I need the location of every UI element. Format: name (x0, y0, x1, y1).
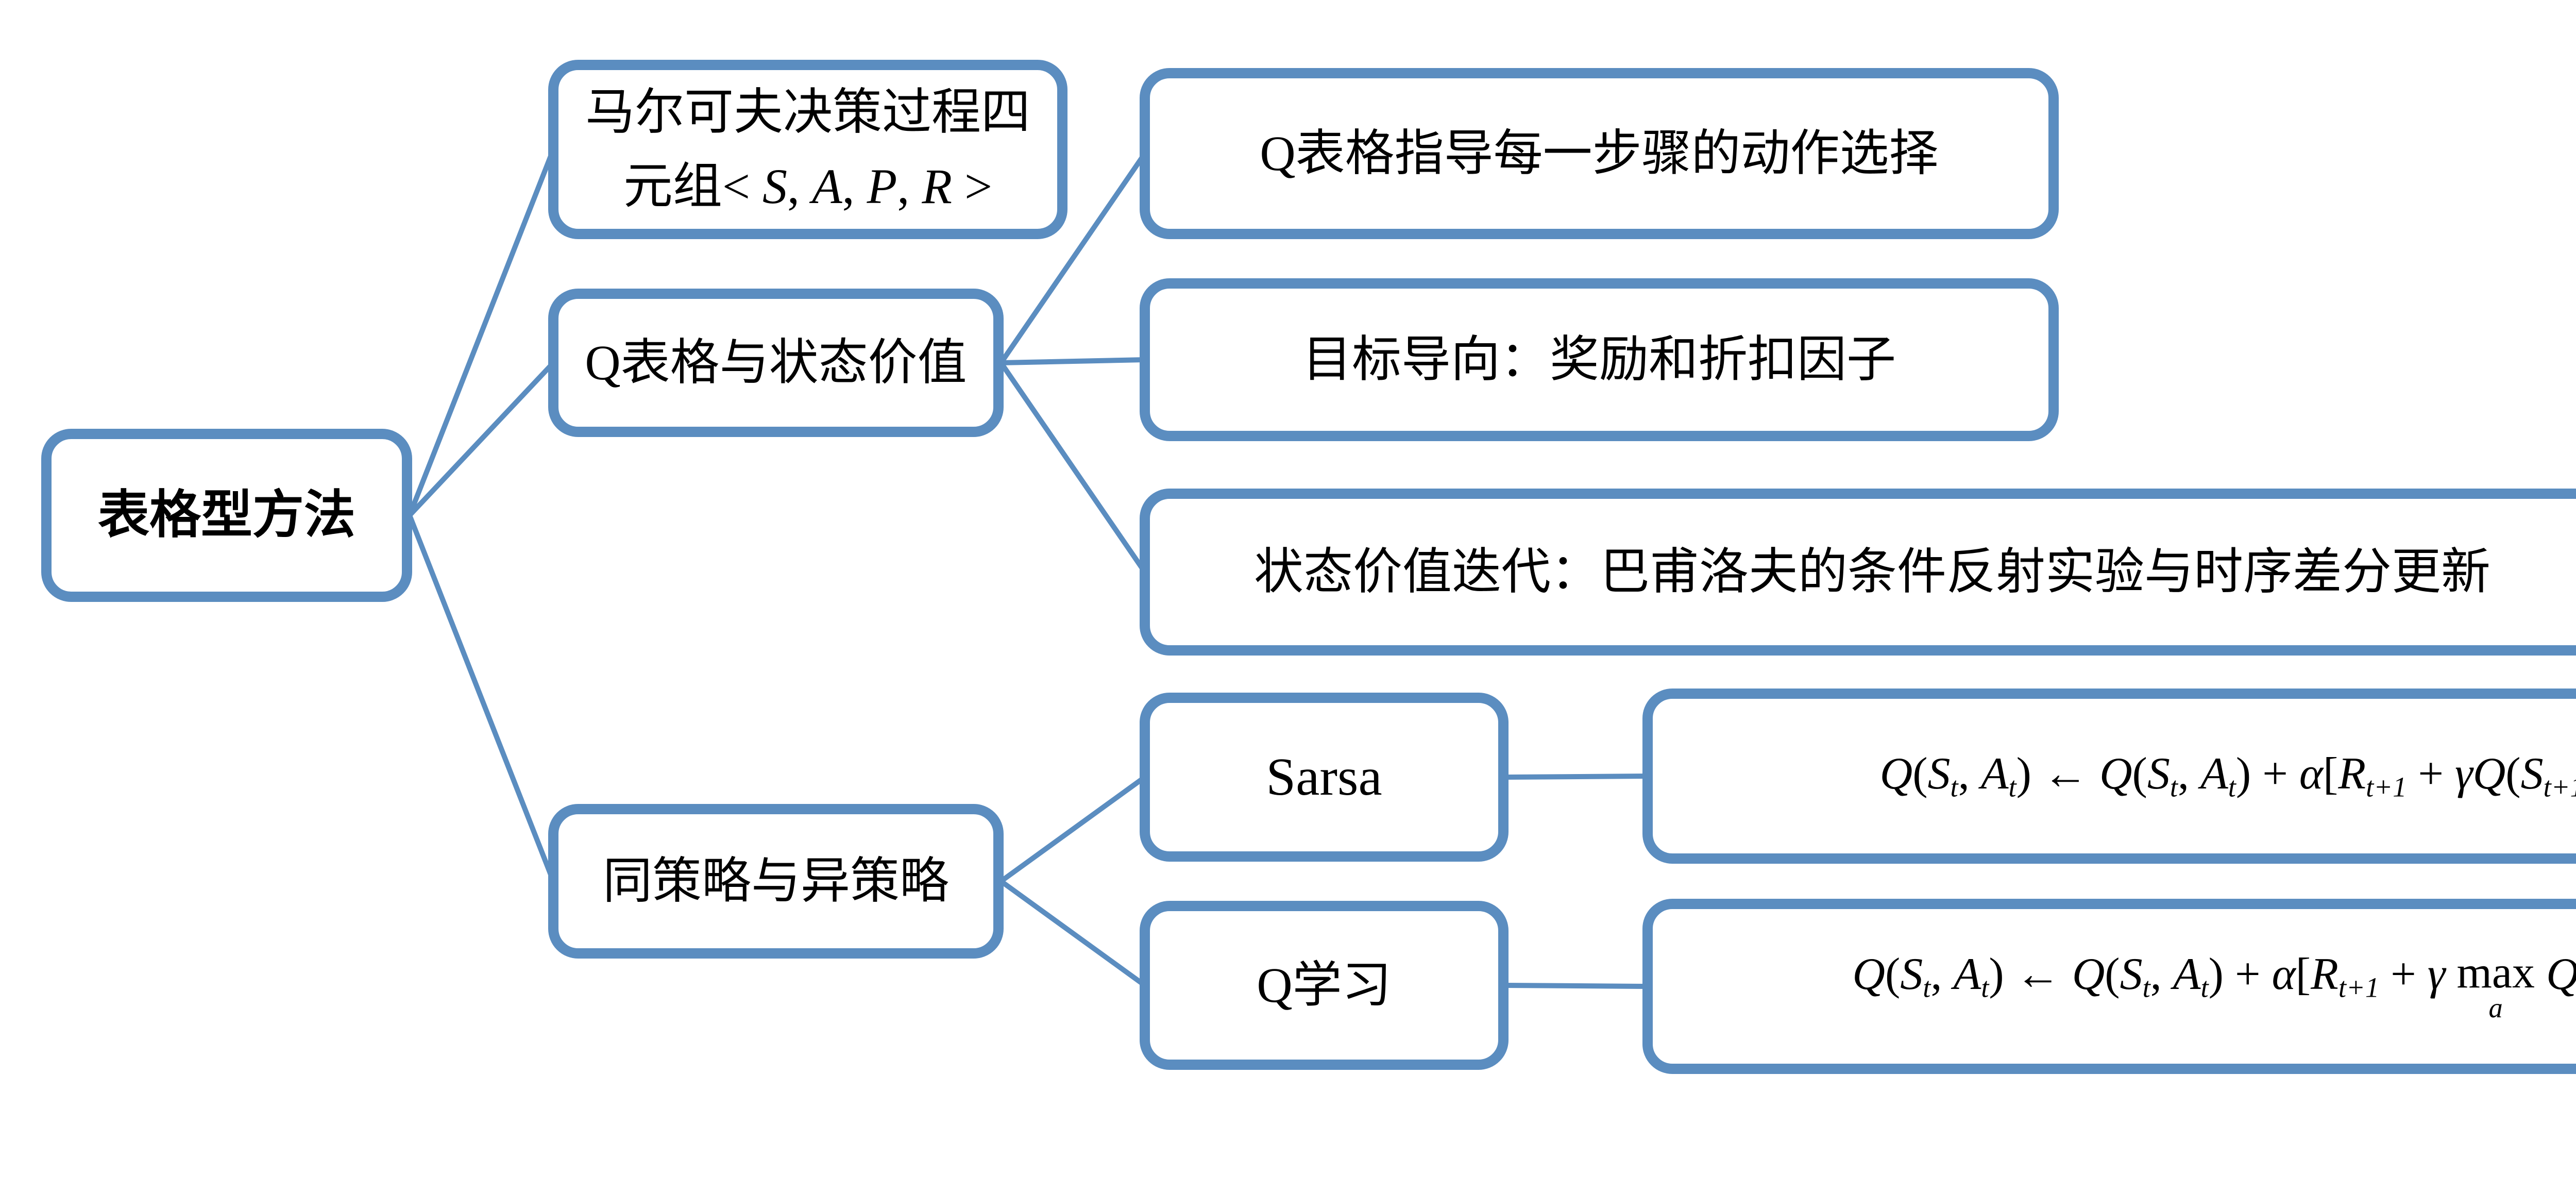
connector-qtable-to-child1 (998, 151, 1147, 365)
connector-sarsa-to-formula (1503, 774, 1650, 780)
node-label: Q表格与状态价值 (585, 335, 967, 390)
connector-policy-to-qlearning (998, 879, 1147, 988)
connector-root-to-mdp (407, 147, 556, 518)
connector-root-to-policy (407, 513, 556, 884)
node-q-table-state-value: Q表格与状态价值 (548, 289, 1004, 437)
node-goal-oriented-reward-discount: 目标导向：奖励和折扣因子 (1140, 278, 2059, 441)
sarsa-formula: Q(St, At) ← Q(St, At) + α[Rt+1 + γQ(St+1… (1879, 748, 2576, 802)
node-q-learning: Q学习 (1140, 901, 1509, 1070)
connector-root-to-qtable (407, 360, 556, 518)
node-label: 目标导向：奖励和折扣因子 (1302, 332, 1896, 387)
node-tabular-methods-root: 表格型方法 (41, 429, 412, 602)
connector-qlearning-to-formula (1503, 983, 1650, 989)
connector-qtable-to-child2 (998, 357, 1147, 365)
node-sarsa-update-formula: Q(St, At) ← Q(St, At) + α[Rt+1 + γQ(St+1… (1642, 689, 2576, 864)
node-label: 表格型方法 (98, 486, 355, 544)
node-label: 马尔可夫决策过程四元组< S, A, P, R > (585, 85, 1030, 214)
node-label: 状态价值迭代：巴甫洛夫的条件反射实验与时序差分更新 (1254, 544, 2490, 599)
node-label: Q学习 (1257, 958, 1392, 1013)
node-sarsa: Sarsa (1140, 693, 1509, 862)
node-label: 同策略与异策略 (603, 853, 949, 909)
node-state-value-iteration: 状态价值迭代：巴甫洛夫的条件反射实验与时序差分更新 (1140, 489, 2576, 656)
connector-qtable-to-child3 (998, 360, 1147, 575)
node-label: Sarsa (1266, 747, 1382, 807)
node-mdp-tuple: 马尔可夫决策过程四元组< S, A, P, R > (548, 60, 1067, 239)
node-on-policy-off-policy: 同策略与异策略 (548, 804, 1004, 959)
node-q-table-guides-action-selection: Q表格指导每一步骤的动作选择 (1140, 68, 2059, 239)
node-label: Q表格指导每一步骤的动作选择 (1260, 126, 1939, 181)
connector-policy-to-sarsa (998, 775, 1147, 884)
